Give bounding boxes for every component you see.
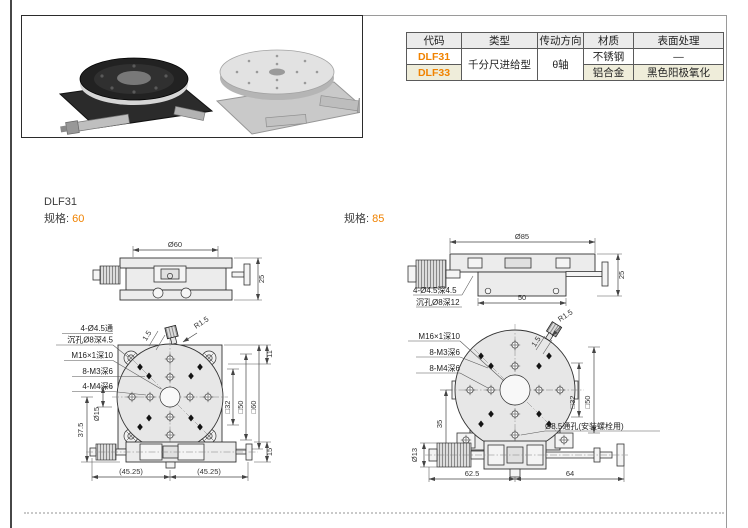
drawing-dlf-85: Ø85 25 4-Ø4.5深4.5 沉孔Ø8深12 50	[407, 232, 660, 482]
callout-8m3: 8-M3深6	[429, 348, 460, 357]
model-code-dlf31: DLF31	[406, 48, 462, 65]
model-code-dlf33: DLF33	[406, 64, 462, 81]
direction-cell: θ轴	[537, 48, 584, 81]
dim-sq32: □32	[223, 401, 232, 414]
callout-m16: M16×1深10	[418, 332, 460, 341]
dim-edge-11: 11	[265, 350, 274, 358]
col-header-code: 代码	[406, 32, 462, 49]
callout-4-d45: 4-Ø4.5深4.5	[413, 286, 457, 295]
dim-height-25: 25	[257, 275, 266, 283]
dim-50: 50	[518, 293, 526, 302]
material-cell: 铝合金	[583, 64, 634, 81]
left-edge-rule	[10, 0, 12, 528]
callout-counterbore: 沉孔Ø8深4.5	[67, 336, 113, 345]
callout-4m4: 4-M4深6	[82, 382, 113, 391]
dim-dia-85: Ø85	[515, 232, 529, 241]
top-view-60: 1.5 R1.5 4-Ø4.5通 沉孔Ø8深4.5 M16×1深10 8-M3深…	[56, 315, 274, 463]
callout-4-d45-thru: 4-Ø4.5通	[81, 323, 113, 333]
dim-sq32: □32	[568, 396, 577, 409]
dim-64: 64	[566, 469, 574, 478]
dim-d15: Ø15	[92, 407, 101, 421]
callout-counterbore-12: 沉孔Ø8深12	[416, 298, 460, 307]
col-header-direction: 传动方向	[537, 32, 584, 49]
dim-37-5: 37.5	[76, 423, 85, 438]
dim-sq50: □50	[236, 401, 245, 414]
bottom-dotted-divider	[24, 512, 724, 514]
spec-value: 60	[72, 213, 85, 225]
dim-pin-radius: R1.5	[556, 308, 574, 324]
dim-height-25: 25	[617, 271, 626, 279]
callout-8m4: 8-M4深6	[429, 364, 460, 373]
model-title: DLF31	[44, 196, 78, 208]
callout-thru-hole: Ø8.5通孔(安装螺栓用)	[545, 421, 624, 431]
spec-table: 代码 类型 传动方向 材质 表面处理 DLF31 千分尺进给型 θ轴 不锈钢 —…	[406, 32, 724, 81]
callout-m16: M16×1深10	[71, 351, 113, 360]
dim-d13: Ø13	[410, 448, 419, 462]
spec-size-85: 规格: 85	[344, 210, 384, 226]
spec-label: 规格:	[344, 213, 370, 225]
side-view-60: Ø60 25	[92, 240, 266, 301]
top-view-85: 1.5 R1.5 M16×1深10 8-M3深6 8-M4深6 □32 □50 …	[408, 308, 660, 462]
silver-stage-photo	[215, 49, 373, 135]
spec-label: 规格:	[44, 213, 70, 225]
dim-45-25-right: (45.25)	[197, 467, 221, 476]
dim-sq50: □50	[583, 396, 592, 409]
callout-8m3: 8-M3深6	[82, 367, 113, 376]
type-cell: 千分尺进给型	[461, 48, 538, 81]
dim-pin-radius: R1.5	[192, 315, 210, 331]
side-view-85: Ø85 25 4-Ø4.5深4.5 沉孔Ø8深12 50	[407, 232, 626, 308]
product-photo-box	[21, 15, 373, 138]
black-stage-photo	[58, 57, 214, 135]
page-frame-right	[726, 15, 727, 528]
drawing-dlf31-60: Ø60 25 1.5 R1.5	[56, 240, 274, 481]
dim-pin-width: 1.5	[140, 329, 153, 343]
product-photo	[58, 49, 373, 135]
finish-cell: 黑色阳极氧化	[633, 64, 724, 81]
col-header-finish: 表面处理	[633, 32, 724, 49]
material-cell: 不锈钢	[583, 48, 634, 65]
spec-value: 85	[372, 213, 385, 225]
dim-dia-60: Ø60	[168, 240, 182, 249]
bottom-view-85: Ø13 62.5 64	[410, 440, 628, 482]
dim-sq60: □60	[249, 401, 258, 414]
bottom-view-60: (45.25) (45.25) 15	[86, 441, 274, 481]
dim-45-25-left: (45.25)	[119, 467, 143, 476]
col-header-material: 材质	[583, 32, 634, 49]
page-frame-top	[21, 15, 726, 16]
table-header-row: 代码 类型 传动方向 材质 表面处理	[406, 32, 724, 49]
spec-size-60: 规格: 60	[44, 210, 84, 226]
dim-35: 35	[435, 420, 444, 428]
table-row: DLF31 千分尺进给型 θ轴 不锈钢 —	[406, 48, 724, 81]
dim-base-15: 15	[265, 448, 274, 456]
finish-cell: —	[633, 48, 724, 65]
table-row: DLF33 铝合金 黑色阳极氧化	[406, 64, 724, 81]
dim-62-5: 62.5	[465, 469, 480, 478]
col-header-type: 类型	[461, 32, 538, 49]
